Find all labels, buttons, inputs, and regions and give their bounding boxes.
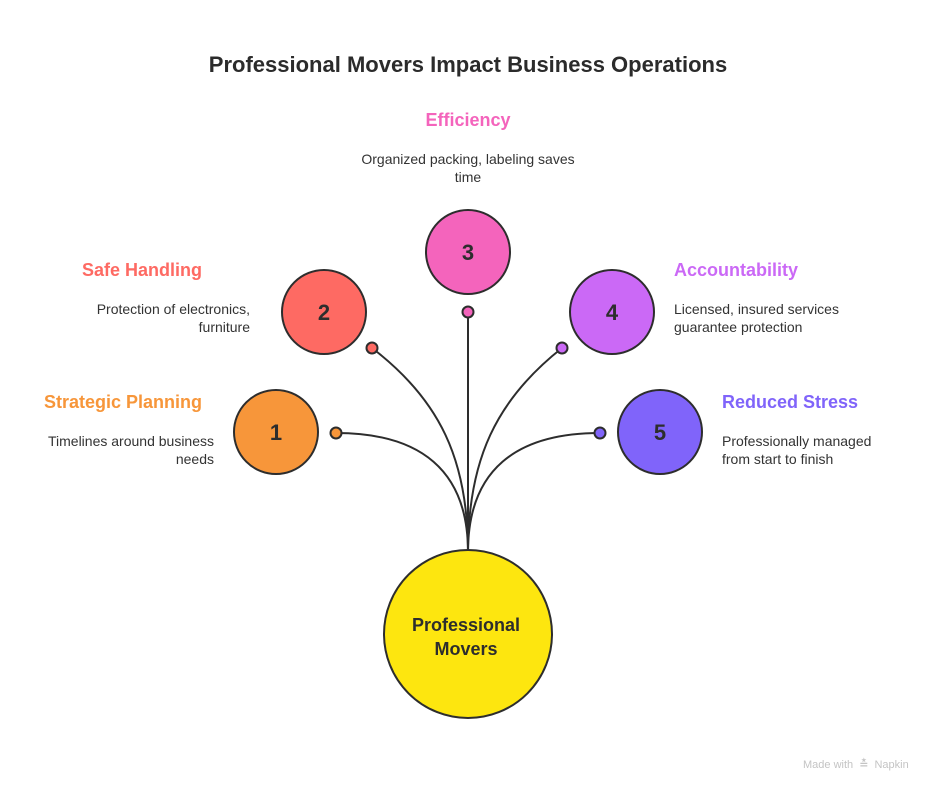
center-node: Professional Movers [383, 549, 553, 719]
connector-dot-1 [329, 426, 343, 440]
item-5-description-line: from start to finish [722, 451, 834, 467]
item-3-description-line: time [454, 169, 482, 185]
item-5-node: 5 [617, 389, 703, 475]
item-3-description-line: Organized packing, labeling saves [361, 151, 575, 167]
connector-1 [335, 432, 469, 553]
item-4-description-line: guarantee protection [674, 319, 803, 335]
item-4-description-line: Licensed, insured services [674, 301, 839, 317]
item-3-node: 3 [425, 209, 511, 295]
napkin-logo-icon: ≛ [859, 759, 869, 771]
connector-dot-2 [365, 341, 379, 355]
item-3-circle [425, 209, 511, 295]
connector-dot-4 [555, 341, 569, 355]
item-2-circle [281, 269, 367, 355]
item-1-description-line: Timelines around business [47, 433, 214, 449]
item-3-description: Organized packing, labeling saves time [318, 150, 618, 186]
connector-dot-5 [593, 426, 607, 440]
item-1-number: 1 [270, 420, 282, 445]
watermark-brand: Napkin [874, 759, 909, 771]
center-label-line2: Movers [434, 639, 497, 659]
center-circle [383, 549, 553, 719]
watermark[interactable]: Made with ≛ Napkin [803, 758, 909, 771]
item-4-description: Licensed, insured services guarantee pro… [674, 300, 914, 336]
nodes: 1 2 3 4 5 [233, 209, 703, 475]
item-4-node: 4 [569, 269, 655, 355]
item-2-description-line: furniture [198, 319, 250, 335]
connector-2 [371, 347, 469, 553]
item-5-description: Professionally managed from start to fin… [722, 432, 922, 468]
item-2-node: 2 [281, 269, 367, 355]
item-1-label: Strategic Planning [43, 392, 202, 412]
item-4-label: Accountability [674, 260, 799, 280]
item-3-number: 3 [462, 240, 474, 265]
item-2-description: Protection of electronics, furniture [20, 300, 250, 336]
item-1-node: 1 [233, 389, 319, 475]
connector-5 [467, 432, 601, 553]
item-3-label: Efficiency [425, 110, 511, 130]
watermark-prefix: Made with [803, 759, 854, 771]
connector-dot-3 [461, 305, 475, 319]
diagram-title: Professional Movers Impact Business Oper… [208, 52, 728, 77]
item-2-description-line: Protection of electronics, [96, 301, 250, 317]
item-5-number: 5 [654, 420, 666, 445]
connector-4 [467, 347, 563, 553]
item-2-number: 2 [318, 300, 330, 325]
item-1-circle [233, 389, 319, 475]
item-1-description-line: needs [175, 451, 214, 467]
item-4-circle [569, 269, 655, 355]
connectors [329, 305, 607, 553]
item-4-number: 4 [606, 300, 619, 325]
item-1-description: Timelines around business needs [20, 432, 214, 468]
center-label-line1: Professional [412, 615, 520, 635]
item-5-circle [617, 389, 703, 475]
item-5-description-line: Professionally managed [722, 433, 872, 449]
item-5-label: Reduced Stress [722, 392, 859, 412]
item-2-label: Safe Handling [81, 260, 202, 280]
